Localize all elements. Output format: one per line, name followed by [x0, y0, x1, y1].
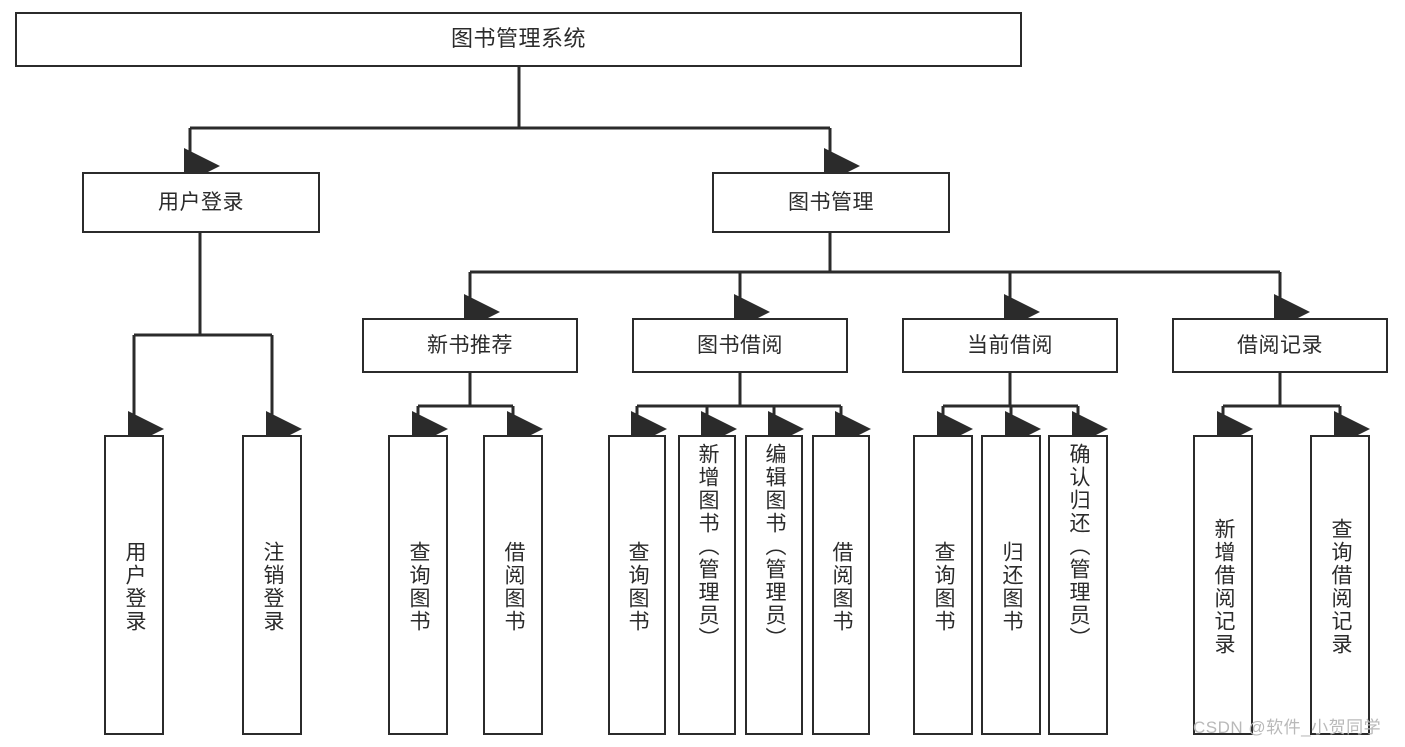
node-new-book-recommend-label: 新书推荐 [427, 333, 513, 357]
leaf-add-borrow-record[interactable]: 新增借阅记录 [1193, 435, 1253, 735]
leaf-query-books-recommend[interactable]: 查询图书 [388, 435, 448, 735]
node-borrow-records-label: 借阅记录 [1237, 333, 1323, 357]
leaf-return-books[interactable]: 归还图书 [981, 435, 1041, 735]
leaf-query-borrow-record-label: 查询借阅记录 [1329, 518, 1353, 656]
leaf-add-borrow-record-label: 新增借阅记录 [1212, 518, 1236, 656]
node-book-borrow[interactable]: 图书借阅 [632, 318, 848, 373]
node-book-management[interactable]: 图书管理 [712, 172, 950, 233]
leaf-confirm-return-admin-label: 确认归还（管理员） [1067, 443, 1091, 650]
leaf-return-books-label: 归还图书 [1000, 541, 1024, 633]
leaf-query-books-recommend-label: 查询图书 [407, 541, 431, 633]
node-borrow-records[interactable]: 借阅记录 [1172, 318, 1388, 373]
leaf-add-book-admin[interactable]: 新增图书（管理员） [678, 435, 736, 735]
leaf-query-books-borrow[interactable]: 查询图书 [608, 435, 666, 735]
node-user-login-label: 用户登录 [158, 190, 244, 214]
leaf-edit-book-admin-label: 编辑图书（管理员） [763, 443, 787, 650]
leaf-user-login-label: 用户登录 [123, 541, 147, 633]
leaf-edit-book-admin[interactable]: 编辑图书（管理员） [745, 435, 803, 735]
leaf-borrow-books-recommend-label: 借阅图书 [502, 541, 526, 633]
leaf-confirm-return-admin[interactable]: 确认归还（管理员） [1048, 435, 1108, 735]
leaf-query-borrow-record[interactable]: 查询借阅记录 [1310, 435, 1370, 735]
leaf-user-login[interactable]: 用户登录 [104, 435, 164, 735]
leaf-logout[interactable]: 注销登录 [242, 435, 302, 735]
leaf-borrow-books-label: 借阅图书 [830, 541, 854, 633]
leaf-logout-label: 注销登录 [261, 541, 285, 633]
leaf-query-books-current-label: 查询图书 [932, 541, 956, 633]
node-book-borrow-label: 图书借阅 [697, 333, 783, 357]
node-book-management-label: 图书管理 [788, 190, 874, 214]
node-new-book-recommend[interactable]: 新书推荐 [362, 318, 578, 373]
node-root-label: 图书管理系统 [450, 26, 586, 52]
leaf-query-books-borrow-label: 查询图书 [626, 541, 650, 633]
node-user-login[interactable]: 用户登录 [82, 172, 320, 233]
node-root[interactable]: 图书管理系统 [15, 12, 1022, 67]
leaf-borrow-books[interactable]: 借阅图书 [812, 435, 870, 735]
csdn-watermark: CSDN @软件_小贺同学 [1193, 718, 1382, 737]
node-current-borrow[interactable]: 当前借阅 [902, 318, 1118, 373]
leaf-borrow-books-recommend[interactable]: 借阅图书 [483, 435, 543, 735]
leaf-add-book-admin-label: 新增图书（管理员） [696, 443, 720, 650]
leaf-query-books-current[interactable]: 查询图书 [913, 435, 973, 735]
node-current-borrow-label: 当前借阅 [967, 333, 1053, 357]
